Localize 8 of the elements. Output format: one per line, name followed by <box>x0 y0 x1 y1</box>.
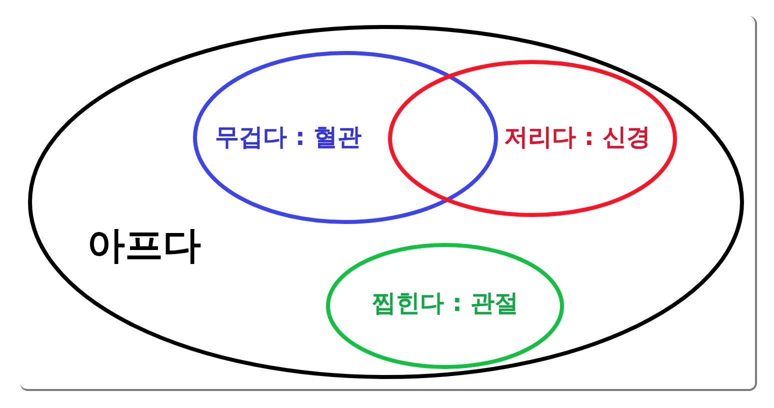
set-ellipse <box>388 60 677 217</box>
set-ellipse <box>193 51 498 224</box>
set-label: 저리다 : 신경 <box>504 122 650 152</box>
set-label: 아프다 <box>87 222 201 268</box>
set-ellipse <box>28 25 744 379</box>
set-label: 무겁다 : 혈관 <box>215 122 362 152</box>
set-ellipse <box>326 243 564 369</box>
set-label: 찝힌다 : 관절 <box>372 288 518 318</box>
